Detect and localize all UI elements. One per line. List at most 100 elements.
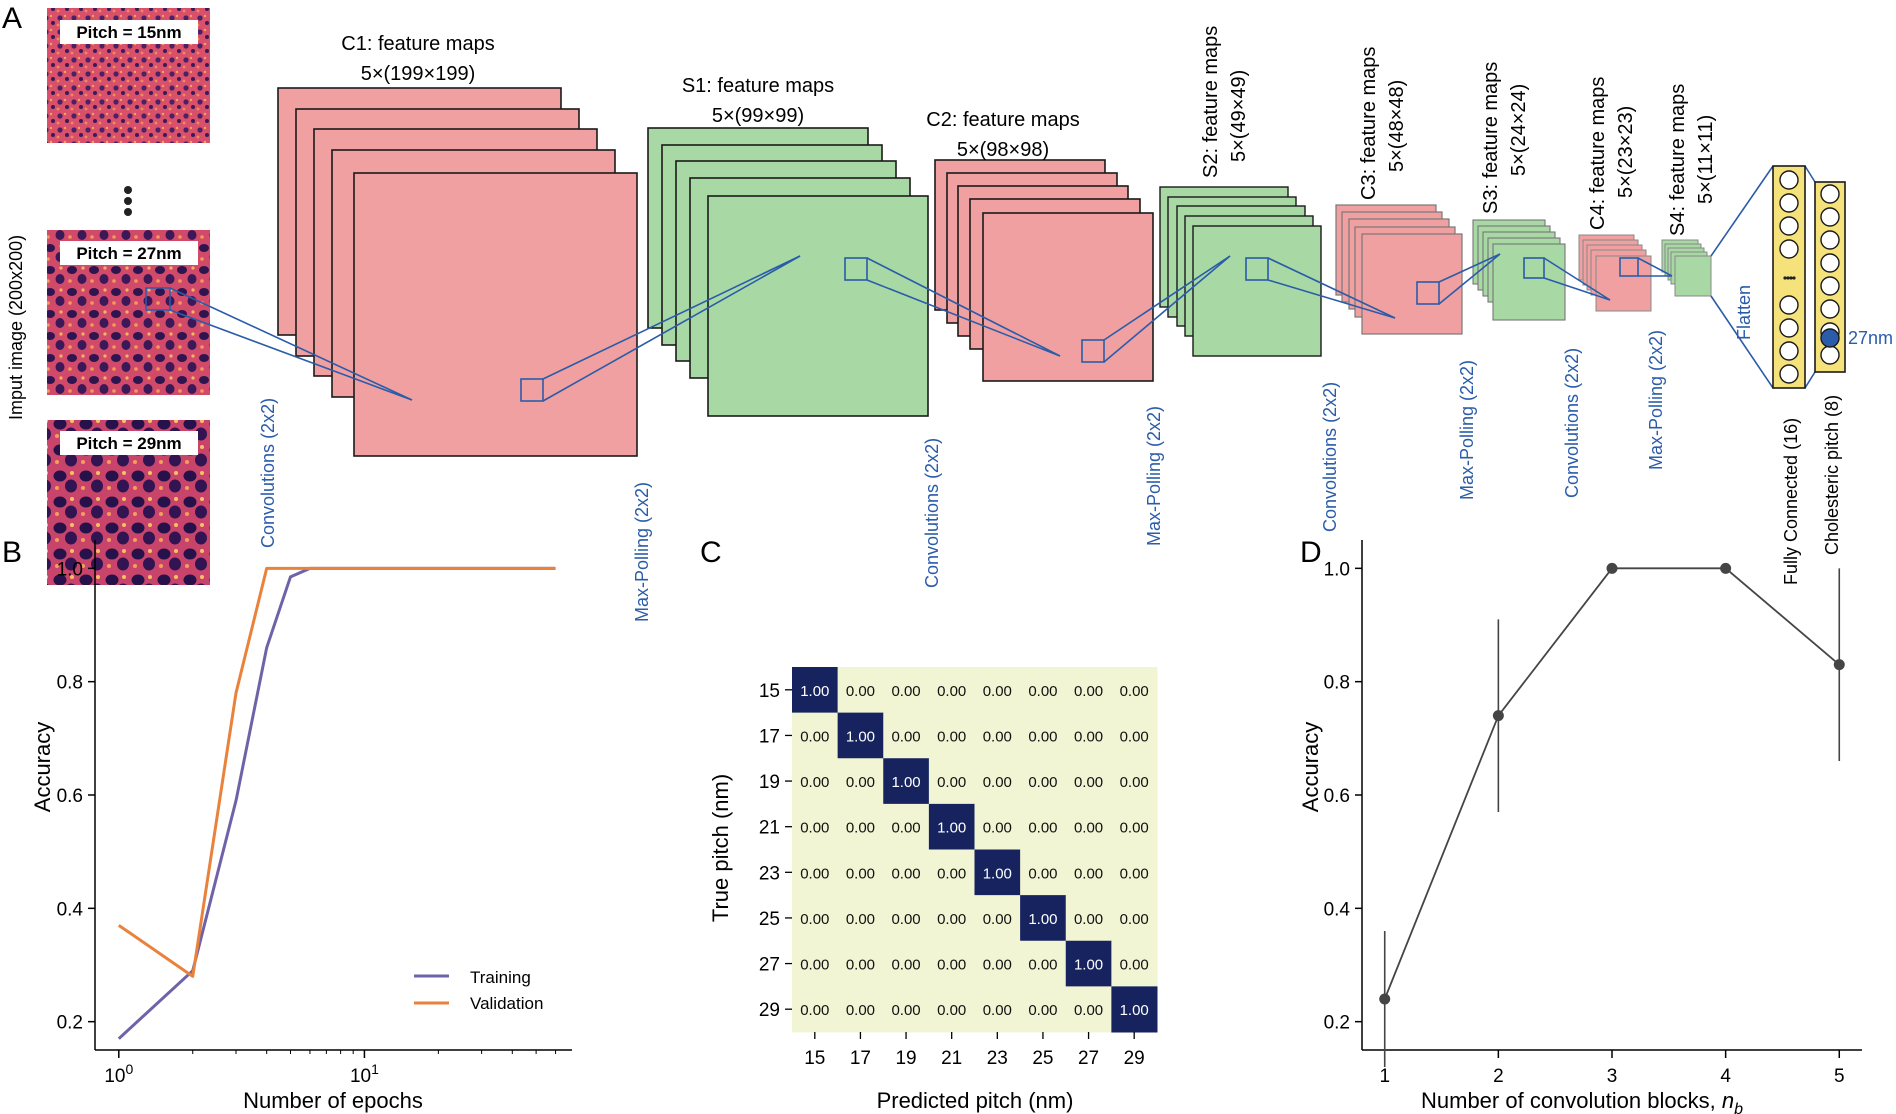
c-cell xyxy=(974,895,1021,942)
c-cell xyxy=(1065,803,1112,850)
c-cell xyxy=(792,849,839,896)
c-cell-value: 0.00 xyxy=(846,774,875,791)
c-cell-value: 0.00 xyxy=(1074,820,1103,837)
c-cell-value: 0.00 xyxy=(1120,957,1149,974)
d-y-tick-label: 0.4 xyxy=(1324,899,1351,920)
d-xlabel-math: n xyxy=(1722,1088,1734,1113)
c-cell xyxy=(928,849,975,896)
c-cell xyxy=(792,895,839,942)
c-x-tick-label: 15 xyxy=(804,1048,825,1069)
c-cell xyxy=(1065,895,1112,942)
c-cell-value: 0.00 xyxy=(983,1002,1012,1019)
c-y-tick-label: 27 xyxy=(759,955,780,976)
c-x-tick-label: 21 xyxy=(941,1048,962,1069)
c-cell xyxy=(974,667,1021,714)
c-cell xyxy=(1020,940,1067,987)
c-cell-value: 0.00 xyxy=(937,911,966,928)
c-cell xyxy=(837,758,884,805)
d-y-tick-label: 0.6 xyxy=(1324,786,1350,807)
c-cell-value: 0.00 xyxy=(1120,820,1149,837)
c-y-tick-label: 23 xyxy=(759,863,780,884)
d-data-point xyxy=(1606,562,1618,574)
panel-label-b: B xyxy=(2,536,22,569)
c4-title: C4: feature maps xyxy=(1587,77,1609,230)
c-cell xyxy=(974,758,1021,805)
c-x-tick-label: 27 xyxy=(1078,1048,1099,1069)
c-cell xyxy=(974,849,1021,896)
s1-title: S1: feature maps xyxy=(682,75,834,97)
panel-a: Imput image (200x200) Pitch = 15nm Pitch… xyxy=(6,8,1893,622)
c1-size: 5×(199×199) xyxy=(361,63,476,85)
d-data-point xyxy=(1720,562,1732,574)
b-y-tick-label: 0.8 xyxy=(57,673,83,694)
b-x-tick-label: 100 xyxy=(104,1061,133,1087)
c-cell-value: 0.00 xyxy=(1120,774,1149,791)
c-x-tick-label: 25 xyxy=(1032,1048,1053,1069)
c-cell-value: 1.00 xyxy=(1028,911,1057,928)
op-conv-3: Convolutions (2x2) xyxy=(1320,382,1340,532)
c-cell-value: 0.00 xyxy=(891,911,920,928)
c-cell-value: 0.00 xyxy=(937,728,966,745)
c-cell xyxy=(974,986,1021,1033)
c-cell xyxy=(837,667,884,714)
output-label: Cholesteric pitch (8) xyxy=(1822,395,1842,555)
d-ylabel: Accuracy xyxy=(1298,722,1323,812)
c-x-tick-label: 17 xyxy=(850,1048,871,1069)
c-y-tick-label: 25 xyxy=(759,909,780,930)
c-cell-value: 1.00 xyxy=(1074,957,1103,974)
c-cell-value: 0.00 xyxy=(891,865,920,882)
c-cell xyxy=(837,895,884,942)
layer-c2-stack xyxy=(934,159,1154,382)
c-cell-value: 0.00 xyxy=(1028,1002,1057,1019)
c-cell-value: 0.00 xyxy=(1074,865,1103,882)
layer-c1-stack xyxy=(277,87,638,457)
c-cell-value: 0.00 xyxy=(846,957,875,974)
ellipsis-dots xyxy=(124,186,132,216)
c-cell xyxy=(1111,986,1158,1033)
c-cell xyxy=(792,758,839,805)
layer-c4-stack xyxy=(1578,234,1652,312)
s1-size: 5×(99×99) xyxy=(712,105,804,127)
c-x-tick-label: 23 xyxy=(987,1048,1008,1069)
fully-connected-layer xyxy=(1772,165,1806,389)
c-cell xyxy=(1020,758,1067,805)
b-y-tick-label: 0.6 xyxy=(57,786,83,807)
c-cell xyxy=(1111,940,1158,987)
c-y-tick-label: 21 xyxy=(759,818,780,839)
d-data-point xyxy=(1492,710,1504,722)
c-cell xyxy=(883,803,930,850)
op-conv-1: Convolutions (2x2) xyxy=(258,398,278,548)
c-x-tick-label: 19 xyxy=(895,1048,916,1069)
image-label-27nm: Pitch = 27nm xyxy=(76,244,181,263)
layer-s1-stack xyxy=(647,127,929,417)
c-cell xyxy=(1111,667,1158,714)
b-legend-training: Training xyxy=(470,968,531,987)
d-data-point xyxy=(1833,659,1845,671)
c3-size: 5×(48×48) xyxy=(1386,80,1408,172)
c-cell xyxy=(974,803,1021,850)
c-cell-value: 0.00 xyxy=(1028,957,1057,974)
c-cell xyxy=(928,803,975,850)
c-cell xyxy=(792,667,839,714)
d-y-tick-label: 0.8 xyxy=(1324,673,1350,694)
c-cell xyxy=(1111,758,1158,805)
b-y-tick-label: 0.4 xyxy=(57,899,84,920)
c-cell xyxy=(883,712,930,759)
s3-size: 5×(24×24) xyxy=(1508,84,1530,176)
c-cell-value: 0.00 xyxy=(800,865,829,882)
b-y-tick-label: 1.0 xyxy=(57,559,83,580)
c-cell xyxy=(1065,986,1112,1033)
d-x-tick-label: 1 xyxy=(1379,1066,1390,1087)
c-cell xyxy=(928,895,975,942)
c-cell-value: 0.00 xyxy=(983,683,1012,700)
c-cell xyxy=(837,940,884,987)
c-cell xyxy=(974,940,1021,987)
c-cell-value: 0.00 xyxy=(800,728,829,745)
c-cell-value: 0.00 xyxy=(1120,728,1149,745)
c-cell xyxy=(1065,667,1112,714)
image-label-29nm: Pitch = 29nm xyxy=(76,434,181,453)
image-label-15nm: Pitch = 15nm xyxy=(76,23,181,42)
c-cell-value: 0.00 xyxy=(891,728,920,745)
